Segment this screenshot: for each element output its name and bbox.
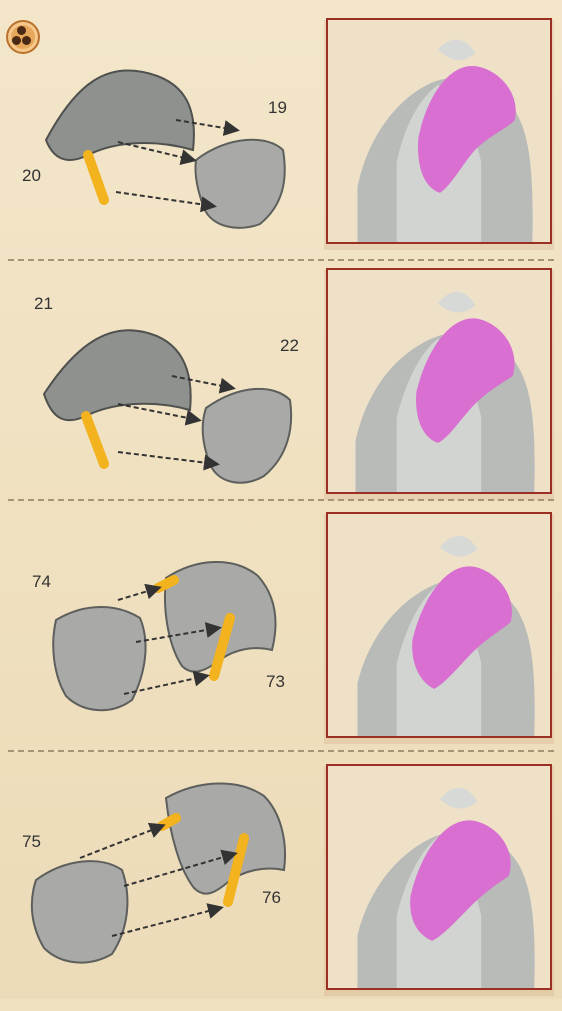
step-4-right-number: 76 xyxy=(262,888,281,908)
divider-3 xyxy=(8,750,554,752)
assembly-diagram-4: 75 76 xyxy=(8,758,324,1006)
divider-2 xyxy=(8,499,554,501)
divider-1 xyxy=(8,259,554,261)
reference-photo-2 xyxy=(326,268,552,494)
step-3-right-number: 73 xyxy=(266,672,285,692)
step-panel-1: 20 19 xyxy=(0,10,562,258)
step-2-right-number: 22 xyxy=(280,336,299,356)
step-2-left-number: 21 xyxy=(34,294,53,314)
step-1-right-number: 19 xyxy=(268,98,287,118)
step-panel-4: 75 76 xyxy=(0,758,562,1006)
reference-photo-1 xyxy=(326,18,552,244)
reference-photo-3 xyxy=(326,512,552,738)
step-panel-3: 74 73 xyxy=(0,506,562,754)
assembly-diagram-1: 20 19 xyxy=(8,10,324,258)
step-1-left-number: 20 xyxy=(22,166,41,186)
assembly-diagram-3: 74 73 xyxy=(8,506,324,754)
step-3-left-number: 74 xyxy=(32,572,51,592)
step-panel-2: 21 22 xyxy=(0,266,562,514)
reference-photo-4 xyxy=(326,764,552,990)
step-4-left-number: 75 xyxy=(22,832,41,852)
assembly-diagram-2: 21 22 xyxy=(8,266,324,514)
